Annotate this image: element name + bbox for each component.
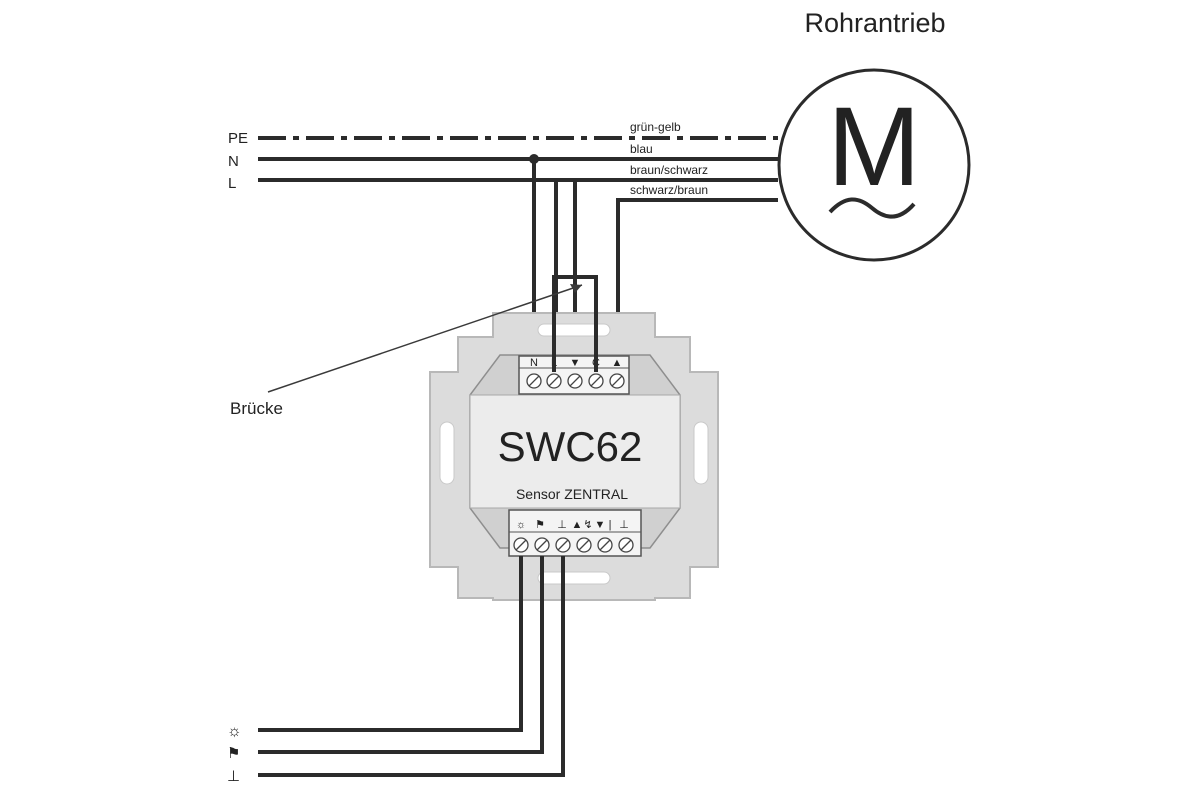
pe-color-label: grün-gelb bbox=[630, 120, 681, 134]
bottom-terminal-screws bbox=[513, 537, 634, 553]
n-label: N bbox=[228, 153, 239, 170]
pe-label: PE bbox=[228, 130, 248, 147]
ac-tilde-icon bbox=[828, 197, 916, 219]
n-color-label: blau bbox=[630, 142, 653, 156]
bottom-terminal-label-ground: ⊥ bbox=[557, 519, 567, 531]
l-label: L bbox=[228, 175, 236, 192]
bridge-label: Brücke bbox=[230, 399, 283, 418]
top-terminal-screws bbox=[526, 373, 625, 389]
sun-sensor-wire bbox=[258, 556, 523, 732]
bridge-pointer-arrow bbox=[570, 284, 582, 293]
ground-icon: ⊥ bbox=[227, 768, 240, 785]
top-terminal-label-down: ▼ bbox=[570, 357, 581, 369]
bottom-terminal-label-auto: ↯ bbox=[583, 519, 592, 531]
device-label-panel bbox=[469, 394, 681, 509]
mounting-slot-left bbox=[439, 421, 455, 485]
bottom-terminal-label-sun: ☼ bbox=[516, 519, 526, 531]
wind-sensor-icon: ⚑ bbox=[227, 745, 240, 762]
bottom-terminal-label-sep: | bbox=[609, 519, 612, 531]
wind-sensor-wire bbox=[258, 556, 544, 754]
top-terminal-label-n: N bbox=[530, 357, 538, 369]
sun-sensor-icon: ☼ bbox=[227, 723, 242, 740]
mounting-slot-right bbox=[693, 421, 709, 485]
bottom-terminal-label-wind: ⚑ bbox=[535, 519, 545, 531]
bottom-terminal-label-ground-2: ⊥ bbox=[619, 519, 629, 531]
top-terminal-block: N L ▼ C ▲ bbox=[518, 355, 630, 395]
bottom-terminal-block: ☼ ⚑ ⊥ ▲ ↯ ▼ | ⊥ bbox=[508, 509, 642, 557]
ground-wire bbox=[258, 556, 565, 777]
top-terminal-label-up: ▲ bbox=[612, 357, 623, 369]
motor-symbol: M bbox=[777, 68, 971, 262]
bottom-terminal-label-up: ▲ bbox=[572, 519, 583, 531]
motor-letter: M bbox=[827, 84, 920, 209]
device-model: SWC62 bbox=[498, 423, 643, 470]
bridge-pointer-line bbox=[267, 284, 583, 393]
bridge-wire bbox=[552, 275, 598, 372]
motor-title: Rohrantrieb bbox=[804, 8, 945, 38]
mounting-slot-bottom bbox=[537, 571, 611, 585]
device-subtitle: Sensor ZENTRAL bbox=[516, 486, 628, 502]
down-color-label: braun/schwarz bbox=[630, 163, 708, 177]
mounting-slot-top bbox=[537, 323, 611, 337]
bottom-terminal-label-down: ▼ bbox=[595, 519, 606, 531]
up-color-label: schwarz/braun bbox=[630, 183, 708, 197]
